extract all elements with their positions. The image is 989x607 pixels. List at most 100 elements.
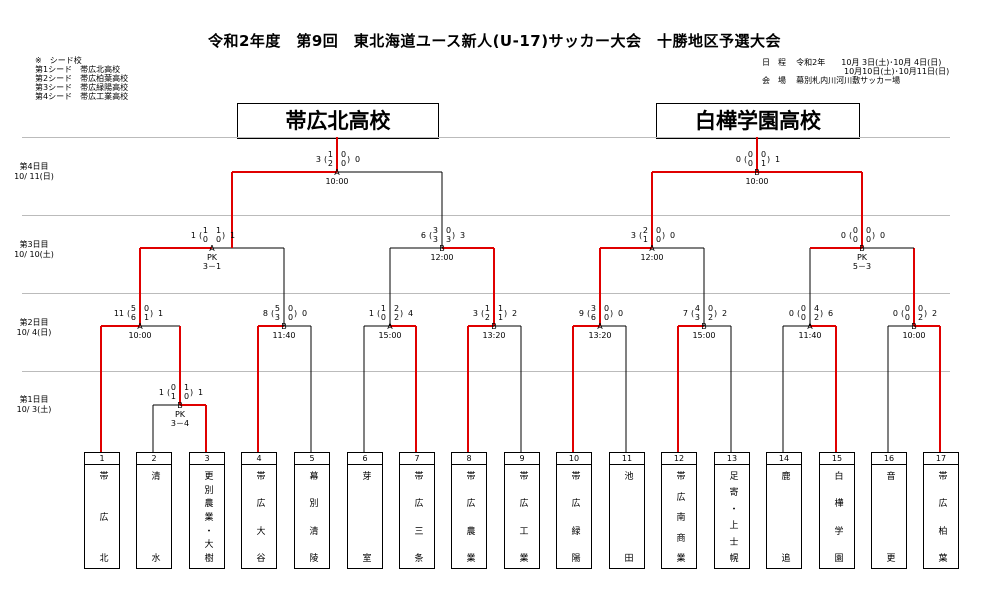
team-number: 9	[505, 453, 539, 465]
half-score: 0 0	[202, 235, 222, 244]
half-score: 0 0	[852, 235, 872, 244]
team-number: 7	[400, 453, 434, 465]
court-label: A	[209, 244, 215, 253]
team-name: 池田	[622, 471, 633, 562]
half-score: 1 1	[484, 304, 504, 313]
score-right: 1	[775, 155, 781, 164]
team-name: 芽室	[360, 471, 371, 562]
bracket-paren: )	[294, 309, 298, 318]
score-left: 1	[368, 309, 374, 318]
score-left: 6	[420, 231, 426, 240]
team-name: 幕別清陵	[307, 471, 318, 562]
team-name: 白樺学園	[832, 471, 843, 562]
court-label: A	[807, 322, 813, 331]
kickoff-time: 15:00	[378, 331, 402, 340]
half-score: 1 0	[327, 150, 347, 159]
half-score: 6 0	[590, 313, 610, 322]
bracket-paren: (	[324, 155, 328, 164]
team-number: 13	[715, 453, 749, 465]
seed-line: 第4シード 帯広工業高校	[35, 92, 129, 101]
venue-name: 幕別札内川河川敷サッカー場	[796, 76, 901, 85]
pk-label: PK	[174, 410, 186, 419]
court-label: B	[754, 168, 760, 177]
team-number: 15	[820, 453, 854, 465]
seed-line: 第1シード 帯広北高校	[35, 65, 121, 74]
bracket-paren: )	[150, 309, 154, 318]
team-number: 2	[137, 453, 171, 465]
score-right: 3	[460, 231, 466, 240]
schedule-label: 日 程	[762, 58, 786, 67]
team-number: 6	[348, 453, 382, 465]
bracket-paren: )	[452, 231, 456, 240]
kickoff-time: 12:00	[640, 253, 664, 262]
seed-heading: ※ シード校	[35, 56, 82, 65]
team-name: 帯広緑陽	[569, 471, 580, 562]
pk-score: 3－4	[170, 419, 190, 428]
half-score: 0 0	[852, 226, 872, 235]
court-label: B	[859, 244, 865, 253]
team-name: 帯広三条	[412, 471, 423, 562]
bracket-paren: )	[714, 309, 718, 318]
team-box: 13 足寄・上士幌	[714, 452, 750, 569]
kickoff-time: 11:40	[272, 331, 296, 340]
score-right: 0	[880, 231, 886, 240]
pk-label: PK	[206, 253, 218, 262]
score-left: 1	[190, 231, 196, 240]
team-box: 15 白樺学園	[819, 452, 855, 569]
bracket-paren: )	[662, 231, 666, 240]
score-left: 3	[630, 231, 636, 240]
half-score: 0 1	[747, 159, 767, 168]
bracket-paren: (	[481, 309, 485, 318]
team-name: 足寄・上士幌	[727, 471, 738, 562]
court-label: A	[137, 322, 143, 331]
court-label: A	[649, 244, 655, 253]
half-score: 2 0	[327, 159, 347, 168]
team-number: 14	[767, 453, 801, 465]
score-right: 0	[618, 309, 624, 318]
kickoff-time: 13:20	[588, 331, 612, 340]
half-score: 0 2	[904, 313, 924, 322]
half-score: 3 0	[432, 226, 452, 235]
team-name: 帯広南商業	[674, 471, 685, 562]
score-left: 0	[892, 309, 898, 318]
score-left: 0	[788, 309, 794, 318]
half-score: 0 4	[800, 304, 820, 313]
score-left: 8	[262, 309, 268, 318]
bracket-paren: )	[610, 309, 614, 318]
bracket-paren: )	[820, 309, 824, 318]
half-score: 2 0	[642, 226, 662, 235]
kickoff-time: 12:00	[430, 253, 454, 262]
court-label: B	[281, 322, 287, 331]
team-number: 1	[85, 453, 119, 465]
bracket-paren: )	[504, 309, 508, 318]
team-number: 12	[662, 453, 696, 465]
score-left: 11	[113, 309, 124, 318]
score-right: 6	[828, 309, 834, 318]
half-score: 6 1	[130, 313, 150, 322]
court-label: B	[911, 322, 917, 331]
court-label: B	[439, 244, 445, 253]
score-left: 1	[158, 388, 164, 397]
half-score: 1 0	[170, 392, 190, 401]
bracket-paren: (	[797, 309, 801, 318]
bracket-paren: )	[347, 155, 351, 164]
bracket-paren: )	[190, 388, 194, 397]
kickoff-time: 13:20	[482, 331, 506, 340]
divider	[22, 137, 950, 138]
court-label: A	[597, 322, 603, 331]
bracket-paren: (	[377, 309, 381, 318]
seed-list: ※ シード校 第1シード 帯広北高校 第2シード 帯広柏葉高校 第3シード 帯広…	[35, 56, 128, 101]
bracket-paren: (	[901, 309, 905, 318]
score-right: 2	[722, 309, 728, 318]
team-number: 10	[557, 453, 591, 465]
pk-label: PK	[856, 253, 868, 262]
team-number: 8	[452, 453, 486, 465]
